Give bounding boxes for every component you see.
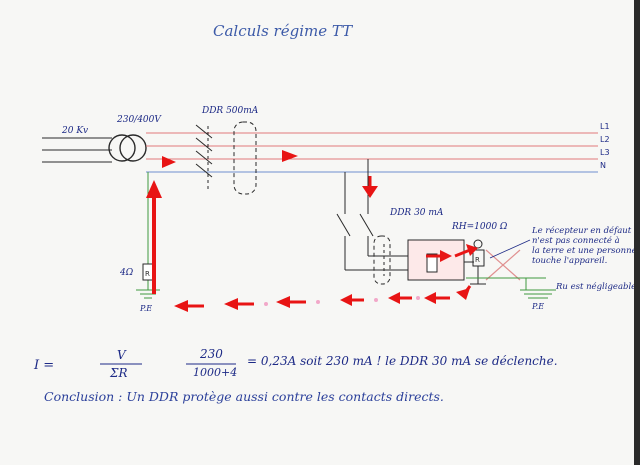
arrow-to-person (466, 244, 478, 256)
ground-arrow-6 (174, 300, 188, 312)
receiver-note: Le récepteur en défaut n'est pas connect… (532, 226, 637, 266)
person-resistance (470, 239, 486, 285)
formula-den-value: 1000+4 (193, 366, 238, 379)
formula-result: = 0,23A soit 230 mA ! le DDR 30 mA se dé… (247, 354, 558, 368)
label-l3: L3 (600, 148, 610, 157)
current-arrows (146, 150, 478, 312)
ground-path-dots (264, 296, 420, 306)
ddr-branch-toroid (373, 235, 391, 285)
ddr-branch-label: DDR 30 mA (390, 208, 444, 218)
ground-arrow-5 (224, 298, 238, 310)
receiver-note-line-1: Le récepteur en défaut (532, 226, 632, 236)
phase-lines (146, 132, 598, 160)
line-labels: L1 L2 L3 N (600, 122, 610, 170)
arrow-transformer-out (162, 156, 176, 168)
label-n: N (600, 161, 606, 170)
receiver-note-line-3: la terre et une personne (532, 246, 637, 256)
diagram-title: Calculs régime TT (213, 22, 353, 40)
receiver-load (426, 253, 438, 273)
ground-arrow-3 (340, 294, 352, 306)
conclusion-text: Conclusion : Un DDR protège aussi contre… (44, 389, 444, 404)
resistor-symbol-left: R (145, 270, 150, 278)
scan-edge (634, 0, 640, 465)
pe-left-label: P.E (140, 304, 153, 313)
formula-i-label: I = (34, 358, 55, 373)
receiver-note-line-4: touche l'appareil. (532, 256, 608, 266)
formula-numerator: V (117, 348, 126, 362)
arrow-person-ground (456, 288, 470, 300)
hv-voltage-label: 20 Kv (62, 126, 89, 136)
pe-right (520, 278, 556, 299)
arrow-into-receiver (440, 250, 452, 262)
formula-denominator: ΣR (110, 366, 128, 380)
ddr-main-switch (195, 121, 257, 195)
ddr-main-label: DDR 500mA (202, 106, 259, 116)
arrow-after-ddr (282, 150, 298, 162)
arrow-down-branch (362, 186, 378, 198)
receiver-note-line-2: n'est pas connecté à (532, 236, 620, 246)
missing-earth-cross (466, 249, 546, 281)
ground-arrow-1 (424, 292, 436, 304)
label-l1: L1 (600, 122, 610, 131)
rh-label: RH=1000 Ω (452, 222, 508, 232)
negligible-note: Ru est négligeable (556, 282, 637, 292)
transformer-label: 230/400V (117, 115, 161, 125)
formula-num-value: 230 (200, 347, 223, 361)
earth-resistance-label: 4Ω (120, 268, 134, 278)
note-pointer (489, 239, 531, 259)
pe-right-label: P.E (532, 302, 545, 311)
ground-arrow-4 (276, 296, 290, 308)
transformer-symbol (108, 134, 147, 162)
ground-arrow-2 (388, 292, 400, 304)
resistor-symbol-person: R (475, 256, 480, 264)
hv-lines (42, 137, 112, 163)
arrow-up-pe (146, 180, 162, 198)
label-l2: L2 (600, 135, 610, 144)
